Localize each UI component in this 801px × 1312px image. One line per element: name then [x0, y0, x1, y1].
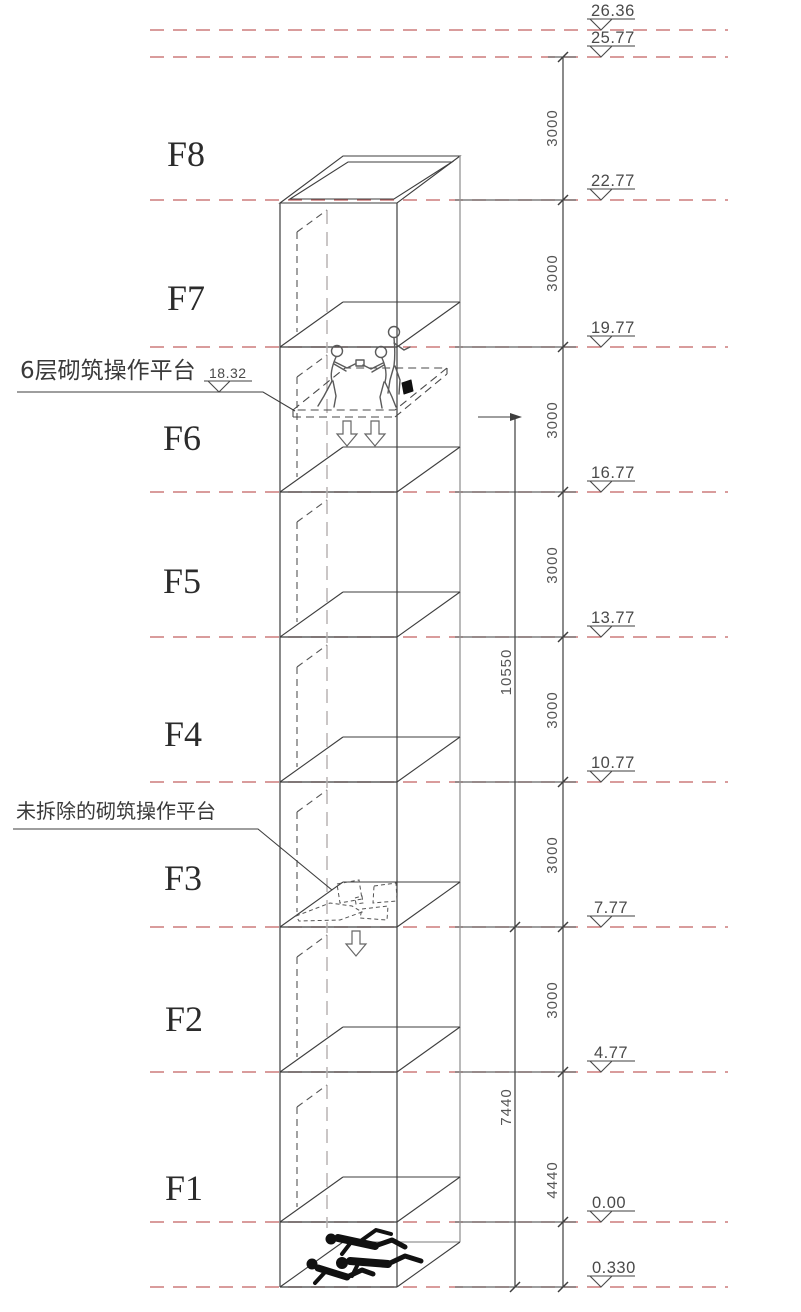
elevation-marker: 16.77	[587, 464, 635, 493]
svg-text:22.77: 22.77	[591, 172, 635, 190]
floor-label: F2	[165, 999, 203, 1039]
dim-storey-height: 3000	[544, 981, 561, 1018]
svg-text:18.32: 18.32	[209, 365, 247, 381]
dimension-chain-inner: 10550 7440	[478, 413, 522, 1293]
dim-bottom-height: 4440	[544, 1161, 561, 1198]
elevation-marker: 26.36	[587, 2, 635, 31]
elevation-marker: 4.77	[587, 1044, 635, 1073]
floor-slabs	[279, 301, 461, 1288]
elevation-marker: 10.77	[587, 754, 635, 783]
annotation-text: 未拆除的砌筑操作平台	[16, 799, 216, 823]
floor-label: F6	[163, 418, 201, 458]
svg-text:19.77: 19.77	[591, 319, 635, 337]
svg-text:0.330: 0.330	[592, 1259, 636, 1277]
tower-structure	[278, 155, 462, 1288]
annotation-platform-6f: 6层砌筑操作平台 18.32	[17, 358, 296, 412]
elevation-marker: 25.77	[587, 29, 635, 58]
floor-labels: F8 F7 F6 F5 F4 F3 F2 F1	[163, 134, 205, 1208]
dim-fall-lower: 7440	[498, 1088, 515, 1125]
floor-label: F1	[165, 1168, 203, 1208]
fall-arrow-3f	[344, 930, 368, 957]
dim-storey-height: 3000	[544, 691, 561, 728]
dim-storey-height: 3000	[544, 254, 561, 291]
elevation-marker: 19.77	[587, 319, 635, 348]
floor-label: F5	[163, 561, 201, 601]
fallen-worker-silhouette	[325, 1228, 408, 1256]
elevation-marker: 0.330	[587, 1259, 636, 1288]
annotation-text: 6层砌筑操作平台	[20, 358, 196, 384]
leader-line	[13, 828, 333, 891]
svg-text:26.36: 26.36	[591, 2, 635, 20]
worker-figure	[387, 325, 414, 395]
dimension-arrowhead	[510, 413, 522, 421]
debris-platform-3f	[295, 879, 398, 957]
svg-text:7.77: 7.77	[594, 899, 628, 917]
dim-storey-height: 3000	[544, 401, 561, 438]
dim-fall-upper: 10550	[498, 649, 515, 696]
brick	[355, 359, 365, 367]
platform-6f	[291, 325, 449, 447]
leader-line	[17, 391, 296, 412]
fallen-worker-silhouette	[336, 1253, 424, 1278]
fallen-worker-silhouette	[306, 1258, 376, 1285]
worker-figure	[362, 345, 397, 409]
platform-outline	[291, 367, 449, 418]
dimension-ticks	[557, 51, 569, 1293]
fallen-workers	[306, 1228, 424, 1285]
dim-storey-height: 3000	[544, 836, 561, 873]
svg-text:0.00: 0.00	[592, 1194, 626, 1212]
dim-storey-height: 3000	[544, 546, 561, 583]
annotation-undemolished-platform: 未拆除的砌筑操作平台	[13, 799, 333, 891]
roof-slab	[278, 155, 462, 204]
svg-text:25.77: 25.77	[591, 29, 635, 47]
svg-text:16.77: 16.77	[591, 464, 635, 482]
elevation-marker: 13.77	[587, 609, 635, 638]
fall-arrows-6f	[335, 420, 387, 447]
elevation-marker: 7.77	[587, 899, 635, 928]
elevation-marker: 22.77	[587, 172, 635, 201]
level-lines	[150, 29, 728, 1288]
dim-storey-height: 3000	[544, 109, 561, 146]
svg-text:4.77: 4.77	[594, 1044, 628, 1062]
floor-label: F7	[167, 278, 205, 318]
svg-text:13.77: 13.77	[591, 609, 635, 627]
svg-text:10.77: 10.77	[591, 754, 635, 772]
floor-label: F3	[164, 858, 202, 898]
floor-label: F4	[164, 714, 202, 754]
dimension-chain-main: 3000 3000 3000 3000 3000 3000 3000 4440	[544, 51, 569, 1293]
elevation-marker: 0.00	[587, 1194, 635, 1223]
elevation-marker-platform: 18.32	[204, 365, 252, 393]
elevation-markers: 26.36 25.77 22.77 19.77 16.77 13.77 10.7…	[587, 2, 636, 1288]
worker-figure	[317, 344, 356, 408]
floor-label: F8	[167, 134, 205, 174]
door-openings	[296, 209, 328, 1228]
